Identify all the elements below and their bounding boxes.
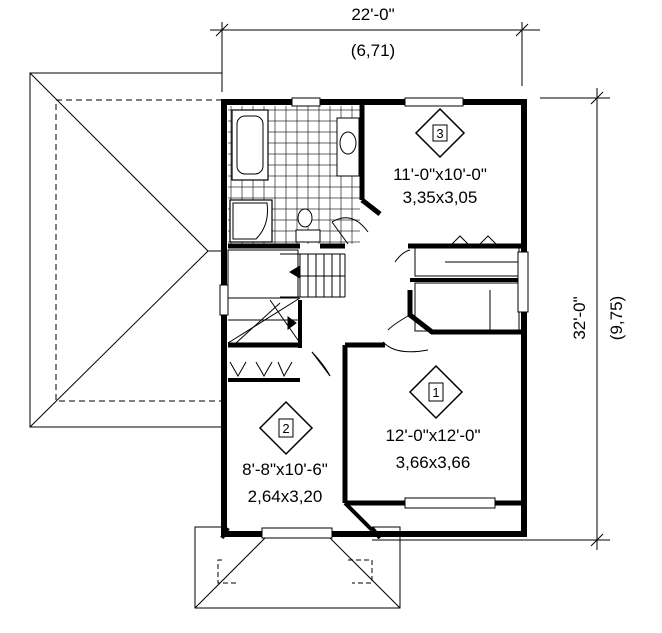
room-3-number: 3 [436,126,443,141]
windows [219,97,529,539]
room-2-size-imperial: 8'-8"x10'-6" [242,460,328,479]
depth-imperial-label: 32'-0" [570,296,589,339]
room-1-number: 1 [432,385,439,400]
closets [229,235,520,378]
door-swings [311,217,429,377]
room-2-number: 2 [282,421,289,436]
bathroom [228,106,360,244]
room-1-size-metric: 3,66x3,66 [396,453,471,472]
room-1-size-imperial: 12'-0"x12'-0" [385,426,480,445]
lower-roof-porch [194,526,401,609]
room-2-badge: 2 [258,400,314,456]
room-3-size-metric: 3,35x3,05 [403,188,478,207]
lower-roof-left [29,72,223,428]
width-metric-label: (6,71) [351,41,395,60]
dimension-lines [210,22,610,550]
room-2-size-metric: 2,64x3,20 [248,487,323,506]
depth-metric-label: (9,75) [607,296,626,340]
room-3-badge: 3 [414,107,466,159]
width-imperial-label: 22'-0" [351,5,394,24]
room-3-size-imperial: 11'-0"x10'-0" [393,165,487,184]
staircase [227,249,346,344]
room-1-badge: 1 [408,364,464,420]
